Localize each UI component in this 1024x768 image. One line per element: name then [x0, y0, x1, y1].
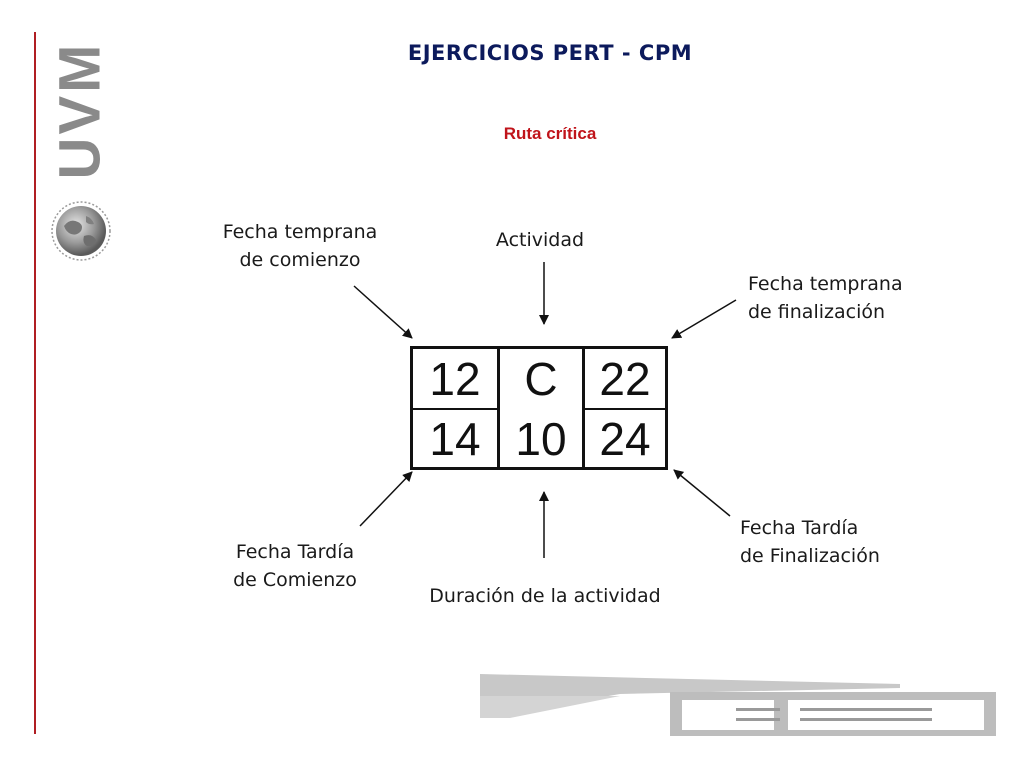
label-late-finish: Fecha Tardía de Finalización: [740, 517, 880, 567]
node-divider-right: [582, 349, 585, 467]
globe-icon: [51, 201, 111, 261]
arrow-early-start: [353, 285, 413, 339]
cell-late-start: 14: [429, 412, 481, 465]
label-early-finish: Fecha temprana de finalización: [748, 273, 903, 323]
cell-duration: 10: [515, 412, 567, 465]
node-hdivider-right: [585, 408, 665, 410]
page-title: EJERCICIOS PERT - CPM: [407, 41, 693, 65]
arrow-late-finish: [673, 469, 731, 517]
node-divider-left: [497, 349, 500, 467]
cell-early-start: 12: [429, 352, 481, 405]
cell-early-finish: 22: [599, 352, 651, 405]
activity-node: 12 C 22 14 10 24: [410, 346, 668, 470]
arrow-early-finish: [671, 299, 737, 339]
label-early-start: Fecha temprana de comienzo: [222, 221, 378, 271]
footer-decoration: [480, 674, 996, 736]
page-subtitle: Ruta crítica: [503, 124, 597, 143]
label-activity: Actividad: [495, 229, 585, 251]
label-late-start: Fecha Tardía de Comienzo: [233, 541, 357, 591]
cell-late-finish: 24: [599, 412, 651, 465]
arrow-late-start: [359, 471, 413, 527]
node-hdivider-left: [413, 408, 497, 410]
label-duration: Duración de la actividad: [429, 585, 661, 607]
cell-activity: C: [524, 352, 558, 405]
left-red-rule: [34, 32, 36, 734]
